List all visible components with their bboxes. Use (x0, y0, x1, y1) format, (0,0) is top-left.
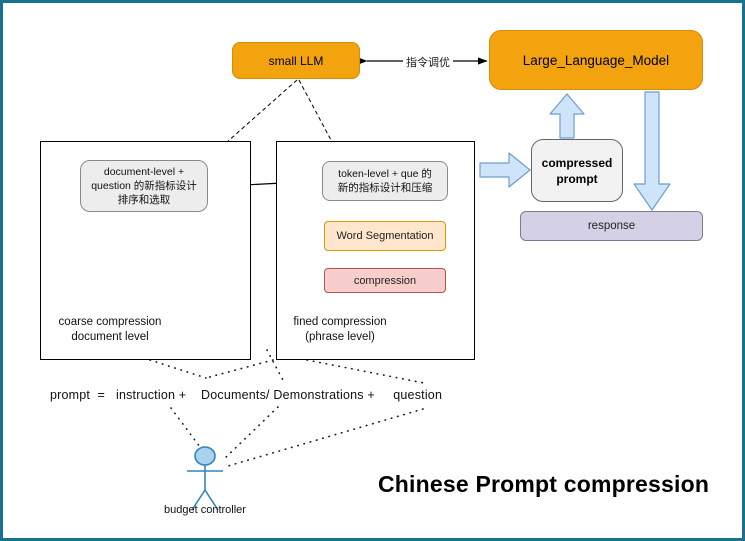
response-node: response (520, 211, 703, 241)
prompt-formula: prompt = instruction + Documents/ Demons… (50, 388, 443, 402)
doc-box-line3: 排序和选取 (117, 194, 171, 206)
dotted-question-to-actor (227, 408, 424, 467)
fined-label-line2: (phrase level) (305, 331, 375, 343)
document-level-metric-box: document-level + question 的新指标设计 排序和选取 (80, 160, 208, 212)
dotted-instruction-to-actor (170, 407, 201, 448)
dotted-right-container-to-question (306, 359, 425, 384)
coarse-label-line2: document level (71, 331, 149, 343)
connector-layer (149, 57, 671, 511)
coarse-label-line1: coarse compression (58, 316, 162, 328)
word-segmentation-box: Word Segmentation (324, 221, 446, 251)
compressed-prompt-line1: compressed (541, 155, 613, 170)
token-box-line1: token-level + que 的 (338, 168, 432, 180)
budget-controller-label: budget controller (164, 504, 246, 516)
llm-label: Large_Language_Model (522, 52, 670, 68)
fined-label-line1: fined compression (293, 316, 387, 328)
block-arrow-prompt-to-llm (549, 93, 585, 139)
token-box-line2: 新的指标设计和压缩 (337, 182, 433, 194)
dashed-link-smallllm-left-container (226, 79, 298, 143)
coarse-compression-label: coarse compression document level (50, 315, 170, 345)
actor-leg-right (204, 489, 219, 511)
large-language-model-node: Large_Language_Model (489, 30, 703, 90)
dotted-documents-to-actor (222, 406, 279, 461)
fined-compression-label: fined compression (phrase level) (285, 315, 395, 345)
instruction-tuning-label: 指令调优 (403, 54, 453, 70)
doc-box-line2: question 的新指标设计 (91, 180, 197, 192)
block-arrow-to-compressed-prompt (479, 152, 531, 188)
response-label: response (587, 220, 636, 232)
dotted-links (149, 349, 425, 467)
dotted-phrase-to-documents (266, 349, 286, 385)
compressed-prompt-line2: prompt (556, 171, 598, 186)
dashed-link-smallllm-right-container (298, 79, 333, 143)
token-level-metric-box: token-level + que 的 新的指标设计和压缩 (322, 161, 448, 201)
small-llm-label: small LLM (268, 53, 324, 68)
diagram-title: Chinese Prompt compression (378, 471, 710, 497)
actor-head (194, 446, 216, 466)
compressed-prompt-node: compressed prompt (531, 139, 623, 202)
dotted-right-container-to-instruction (205, 359, 274, 379)
actor-leg-left (191, 489, 206, 511)
budget-controller-actor (187, 446, 223, 511)
doc-box-line1: document-level + (103, 166, 185, 178)
word-segmentation-label: Word Segmentation (336, 230, 434, 242)
compression-label: compression (353, 274, 417, 287)
block-arrow-llm-to-response (633, 91, 671, 211)
dotted-left-container-to-instruction (149, 359, 207, 379)
small-llm-node: small LLM (232, 42, 360, 79)
compression-box: compression (324, 268, 446, 293)
